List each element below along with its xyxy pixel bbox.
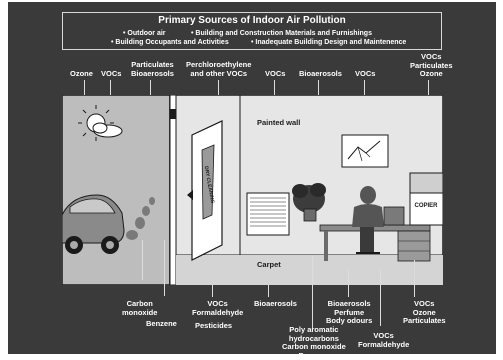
leader-line xyxy=(380,270,381,326)
copier-label: COPIER xyxy=(414,203,438,209)
desk xyxy=(319,224,431,262)
office-worker xyxy=(352,186,384,254)
leader-line xyxy=(414,260,415,297)
label-bioaerosols-top: Bioaerosols xyxy=(299,69,342,78)
label-vocs-wall: VOCs xyxy=(265,69,286,78)
diagram-title: Primary Sources of Indoor Air Pollution xyxy=(158,15,346,26)
monitor-icon xyxy=(383,206,405,226)
plant-icon xyxy=(292,183,326,222)
source-building-materials: • Building and Construction Materials an… xyxy=(191,30,372,37)
carpet xyxy=(176,255,443,285)
leader-line xyxy=(110,80,111,95)
exhaust-smoke xyxy=(126,197,155,240)
office-illustration: DRY CLEANING Painted wall Carpet xyxy=(62,95,443,285)
exterior-wall xyxy=(169,95,177,285)
leader-line xyxy=(268,285,269,297)
leader-line xyxy=(84,80,85,95)
copier-icon: COPIER xyxy=(409,172,443,226)
door-arrow xyxy=(187,190,193,200)
wall-chart xyxy=(341,134,389,168)
leader-line xyxy=(348,270,349,297)
leader-line xyxy=(212,285,213,297)
car-icon xyxy=(62,194,125,254)
label-benzene: Benzene xyxy=(146,319,177,328)
label-carpet: Carpet xyxy=(257,260,281,269)
hvac-unit xyxy=(246,192,290,236)
leader-line xyxy=(142,240,143,280)
label-vocs-occupant: VOCs xyxy=(355,69,376,78)
leader-line xyxy=(164,240,165,296)
source-occupants: • Building Occupants and Activities xyxy=(111,39,229,46)
wall-vent xyxy=(170,109,176,119)
cloud-icon xyxy=(92,122,123,138)
label-painted-wall: Painted wall xyxy=(257,118,300,127)
leader-line xyxy=(218,80,219,102)
title-box: Primary Sources of Indoor Air Pollution … xyxy=(62,12,442,50)
dry-cleaning-bag xyxy=(201,144,215,220)
door: DRY CLEANING xyxy=(187,120,223,261)
source-outdoor-air: • Outdoor air xyxy=(123,30,166,37)
label-ozone: Ozone xyxy=(70,69,93,78)
leader-line xyxy=(312,256,313,328)
leader-line xyxy=(150,80,151,95)
label-vocs-outdoor: VOCs xyxy=(101,69,122,78)
label-pesticides: Pesticides xyxy=(195,321,233,330)
label-bioaerosols-bottom: Bioaerosols xyxy=(254,299,297,308)
source-inadequate-design: • Inadequate Building Design and Mainten… xyxy=(251,39,407,46)
